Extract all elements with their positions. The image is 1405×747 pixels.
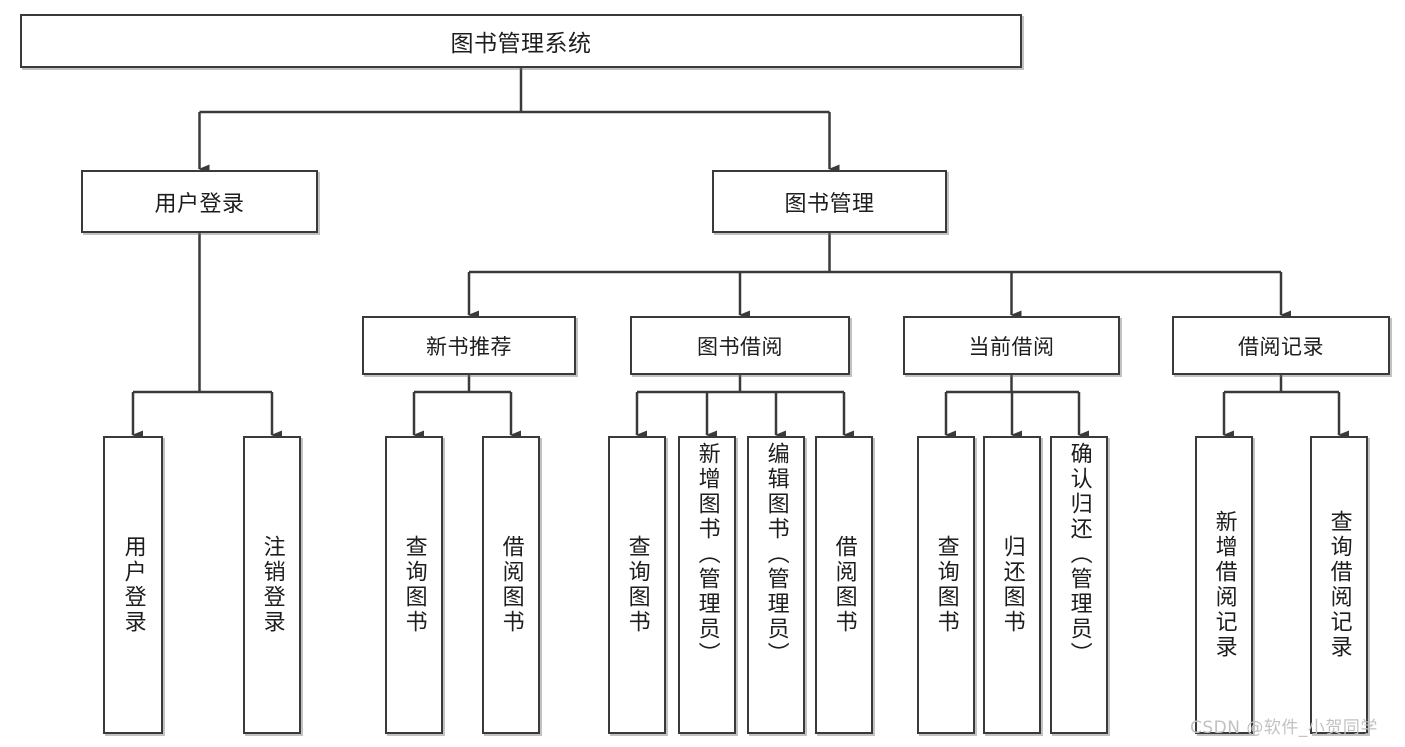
node-leaf-query-book-2[interactable]: 查询图书 [608,436,666,734]
node-leaf-confirm-return-label: 确认归还（管理员） [1066,442,1092,667]
node-root-system[interactable]: 图书管理系统 [20,14,1022,68]
node-leaf-user-login-label: 用户登录 [120,535,146,635]
node-leaf-add-borrow-record[interactable]: 新增借阅记录 [1195,436,1253,734]
node-leaf-borrow-book-1[interactable]: 借阅图书 [482,436,540,734]
edge-group [131,68,1349,440]
node-leaf-add-book[interactable]: 新增图书（管理员） [678,436,736,734]
node-leaf-user-logout-label: 注销登录 [259,535,285,635]
node-leaf-add-borrow-record-label: 新增借阅记录 [1211,510,1237,660]
node-user-login-label: 用户登录 [154,191,245,217]
node-leaf-query-book-2-label: 查询图书 [624,535,650,635]
node-user-login[interactable]: 用户登录 [81,170,318,233]
node-leaf-query-book-3[interactable]: 查询图书 [917,436,975,734]
node-leaf-return-book[interactable]: 归还图书 [983,436,1041,734]
node-leaf-query-book-1[interactable]: 查询图书 [385,436,443,734]
node-leaf-query-book-1-label: 查询图书 [401,535,427,635]
node-borrow-record-label: 借阅记录 [1238,334,1324,359]
node-new-book-recommend-label: 新书推荐 [426,334,512,359]
node-leaf-confirm-return[interactable]: 确认归还（管理员） [1050,436,1108,734]
node-current-borrow-label: 当前借阅 [968,334,1055,359]
node-leaf-borrow-book-1-label: 借阅图书 [498,535,524,635]
node-borrow-record[interactable]: 借阅记录 [1172,316,1390,375]
node-current-borrow[interactable]: 当前借阅 [903,316,1120,375]
node-leaf-borrow-book-2-label: 借阅图书 [831,535,857,635]
node-book-borrow[interactable]: 图书借阅 [630,316,850,375]
node-leaf-borrow-book-2[interactable]: 借阅图书 [815,436,873,734]
node-leaf-return-book-label: 归还图书 [999,535,1025,635]
node-leaf-add-book-label: 新增图书（管理员） [694,442,720,667]
node-leaf-user-logout[interactable]: 注销登录 [243,436,301,734]
node-leaf-edit-book-label: 编辑图书（管理员） [763,442,789,667]
node-leaf-edit-book[interactable]: 编辑图书（管理员） [747,436,805,734]
node-new-book-recommend[interactable]: 新书推荐 [362,316,576,375]
node-book-manage[interactable]: 图书管理 [712,170,947,233]
node-leaf-user-login[interactable]: 用户登录 [103,436,163,734]
node-book-manage-label: 图书管理 [784,191,875,217]
node-leaf-query-borrow-record[interactable]: 查询借阅记录 [1310,436,1368,734]
node-leaf-query-borrow-record-label: 查询借阅记录 [1326,510,1352,660]
node-root-system-label: 图书管理系统 [450,31,592,57]
node-leaf-query-book-3-label: 查询图书 [933,535,959,635]
node-book-borrow-label: 图书借阅 [697,334,783,359]
